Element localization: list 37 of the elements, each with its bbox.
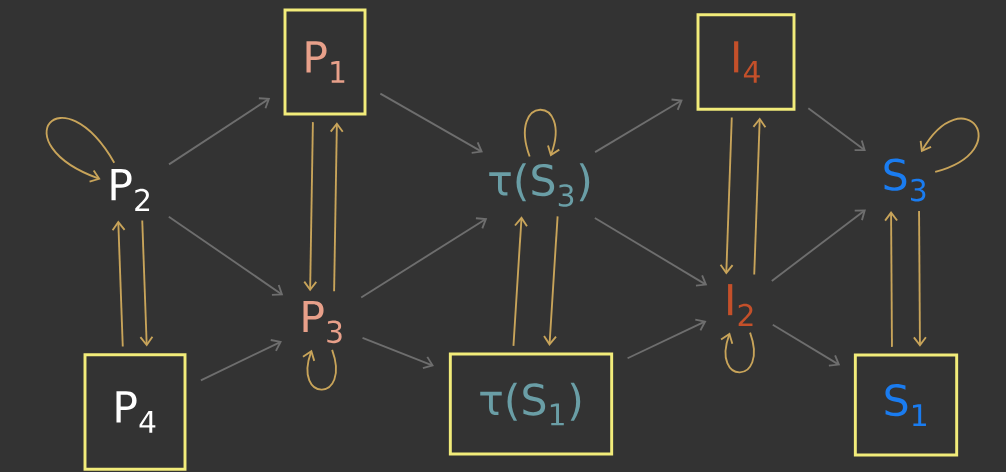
node-label: S$_{3}$ [884,158,926,202]
loop-arrow [523,108,561,158]
boxed-label: S$_{1}$ [853,353,959,457]
arrow [512,216,528,347]
arrow [379,92,483,154]
arrow [912,210,927,347]
loop-arrow [919,117,980,173]
arrow [303,121,318,292]
node-label: P$_{3}$ [303,300,342,344]
arrow [111,220,126,348]
boxed-label: P$_{1}$ [283,8,367,116]
arrow [139,219,154,347]
arrow [771,323,841,367]
node-label: P$_{2}$ [111,169,150,211]
arrow [199,339,282,382]
boxed-label: τ(S$_{1}$) [448,352,614,456]
arrow [594,98,683,154]
arrow [167,215,284,296]
arrow [752,117,767,276]
boxed-label: I$_{4}$ [696,13,796,111]
arrow [626,318,707,360]
node-label: τ(S$_{3}$) [489,163,590,207]
arrow [884,211,899,348]
loop-arrow [45,117,116,183]
arrow [543,215,559,346]
arrow [719,116,734,275]
loop-arrow [720,331,755,374]
arrow [360,217,488,299]
arrow [361,336,434,369]
arrow [329,122,344,293]
arrow [593,217,708,287]
arrow [807,107,866,151]
arrow [168,97,271,166]
node-label: I$_{2}$ [728,284,753,326]
arrow [770,209,866,282]
loop-arrow [302,348,337,391]
boxed-label: P$_{4}$ [83,353,187,471]
